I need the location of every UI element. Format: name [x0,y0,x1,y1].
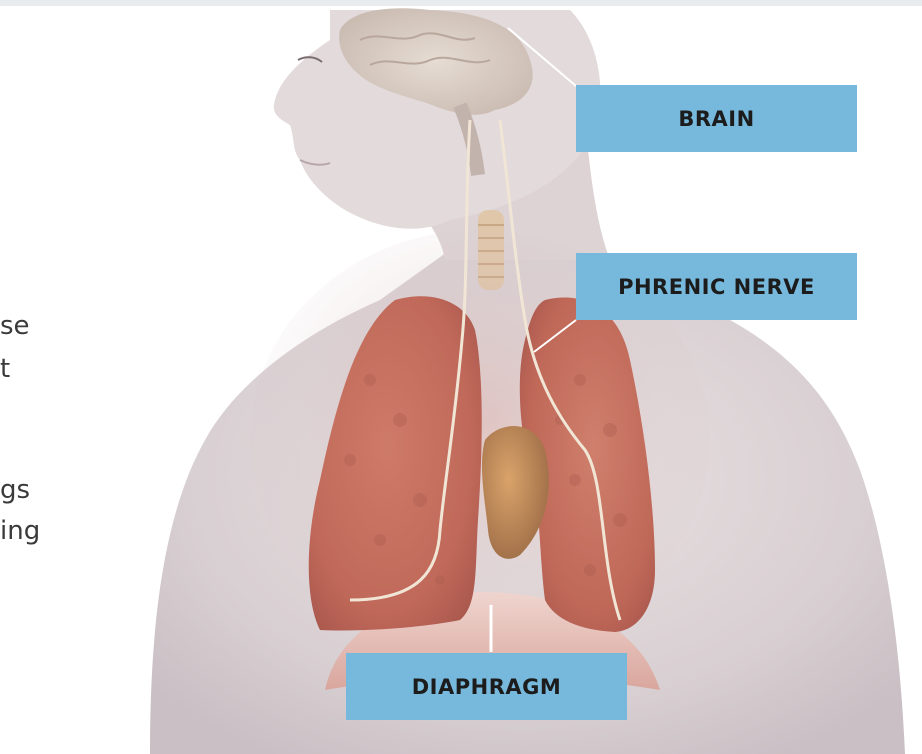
diaphragm-label: DIAPHRAGM [346,653,627,720]
phrenic-nerve-label: PHRENIC NERVE [576,253,857,320]
brain-label: BRAIN [576,85,857,152]
